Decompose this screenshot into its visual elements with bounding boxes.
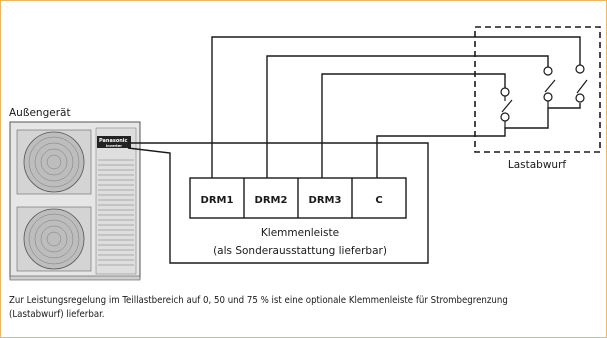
brand-badge (97, 136, 131, 148)
switch-2-contact-bottom (543, 92, 553, 102)
switch-1-contact-bottom (500, 112, 510, 122)
wire-drm3 (321, 73, 506, 178)
switches (500, 64, 588, 128)
load-shedding-box (474, 26, 601, 153)
switch-3-contact-top (575, 64, 585, 74)
fan-top (16, 129, 92, 195)
outdoor-unit: Panasonic Inverter (9, 121, 141, 281)
terminal-c: C (375, 195, 382, 206)
brand-logo: Panasonic (99, 138, 128, 144)
load-shedding-label: Lastabwurf (508, 159, 567, 171)
terminal-block-sublabel: (als Sonderausstattung lieferbar) (213, 245, 387, 257)
cable-loop (127, 142, 429, 264)
caption: Zur Leistungsregelung im Teillastbereich… (9, 294, 601, 322)
terminal-drm3: DRM3 (309, 195, 342, 206)
switch-2-contact-top (543, 66, 553, 76)
switch-1-lever (501, 99, 513, 113)
switch-2-lever (544, 79, 556, 93)
switch-3-contact-bottom (575, 93, 585, 103)
wiring (127, 36, 581, 264)
terminal-block-label: Klemmenleiste (261, 227, 339, 239)
terminal-drm2: DRM2 (255, 195, 288, 206)
terminal-drm1: DRM1 (201, 195, 234, 206)
wire-common (376, 103, 581, 178)
outdoor-unit-label: Außengerät (9, 107, 71, 119)
brand-sublabel: Inverter (106, 144, 122, 148)
switch-3-lever (576, 79, 588, 94)
grille-slats (98, 159, 134, 266)
wire-drm1 (211, 36, 581, 178)
caption-line-2: (Lastabwurf) lieferbar. (9, 309, 105, 320)
caption-line-1: Zur Leistungsregelung im Teillastbereich… (9, 295, 508, 306)
terminal-block: DRM1 DRM2 DRM3 C (189, 177, 407, 219)
switch-1-contact-top (500, 87, 510, 97)
wire-drm2 (266, 55, 549, 178)
fan-bottom (16, 206, 92, 272)
